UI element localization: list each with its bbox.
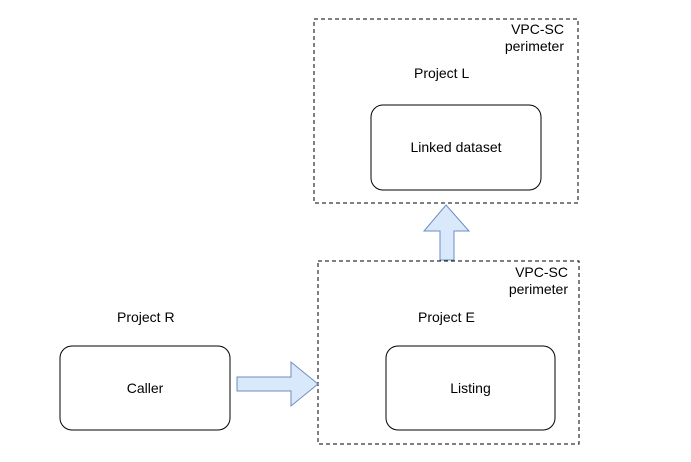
linked-dataset-node: [370, 104, 542, 191]
project-l-label: Project L: [414, 65, 470, 81]
perimeter-bottom-label: VPC-SC perimeter: [478, 264, 568, 298]
project-r-label: Project R: [117, 309, 175, 325]
arrow-caller-to-listing: [236, 360, 319, 408]
listing-label: Listing: [450, 380, 491, 396]
project-e-label: Project E: [418, 309, 475, 325]
perimeter-label-line2: perimeter: [504, 38, 564, 54]
caller-node: [59, 345, 231, 431]
perimeter-bottom-box: [317, 260, 580, 445]
linked-dataset-label: Linked dataset: [410, 139, 502, 155]
perimeter-label-line1: VPC-SC: [515, 264, 568, 280]
arrow-listing-to-linked: [422, 204, 471, 261]
caller-label: Caller: [126, 380, 164, 396]
perimeter-top-label: VPC-SC perimeter: [474, 21, 564, 55]
perimeter-label-line1: VPC-SC: [511, 21, 564, 37]
perimeter-label-line2: perimeter: [508, 281, 568, 297]
listing-node: [385, 345, 556, 431]
